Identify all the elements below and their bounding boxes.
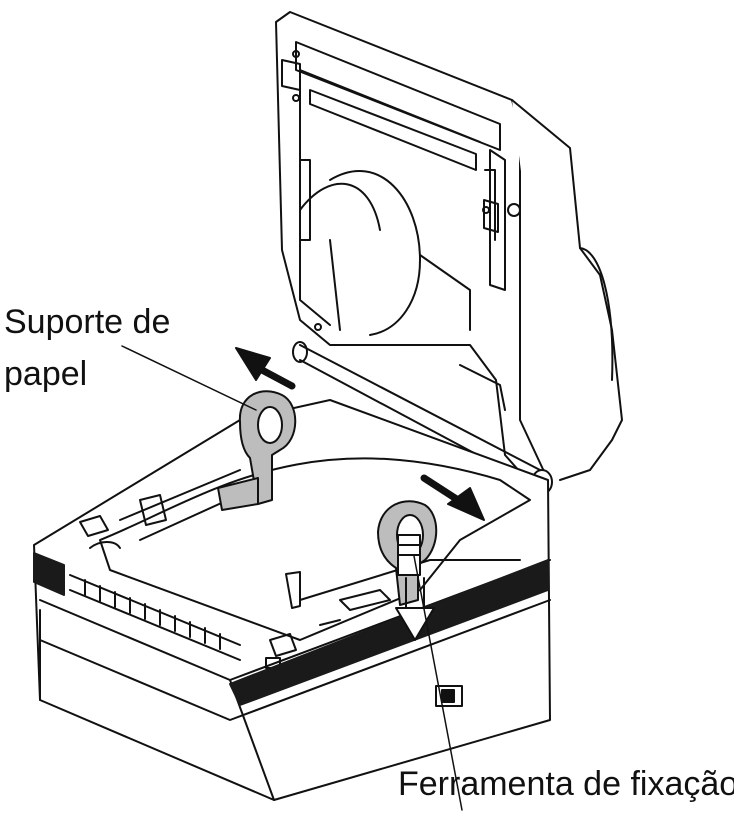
left-paper-holder — [217, 390, 297, 511]
top-cover — [275, 11, 623, 495]
left-black-band — [33, 552, 65, 596]
leader-paper-holder — [121, 345, 257, 411]
right-paper-holder — [377, 500, 438, 606]
label-fixing-tool: Ferramenta de fixação — [398, 765, 734, 803]
label-paper-holder-line2: papel — [4, 355, 88, 393]
arrow-right-holder — [420, 474, 485, 521]
label-paper-holder-line1: Suporte de — [4, 303, 171, 341]
front-black-band — [229, 559, 549, 706]
leader-fixing-tool — [413, 555, 463, 811]
label-paper-holder: Suporte de papel — [4, 296, 170, 400]
arrow-down-tool — [395, 577, 435, 641]
arrow-left-holder — [235, 347, 296, 390]
